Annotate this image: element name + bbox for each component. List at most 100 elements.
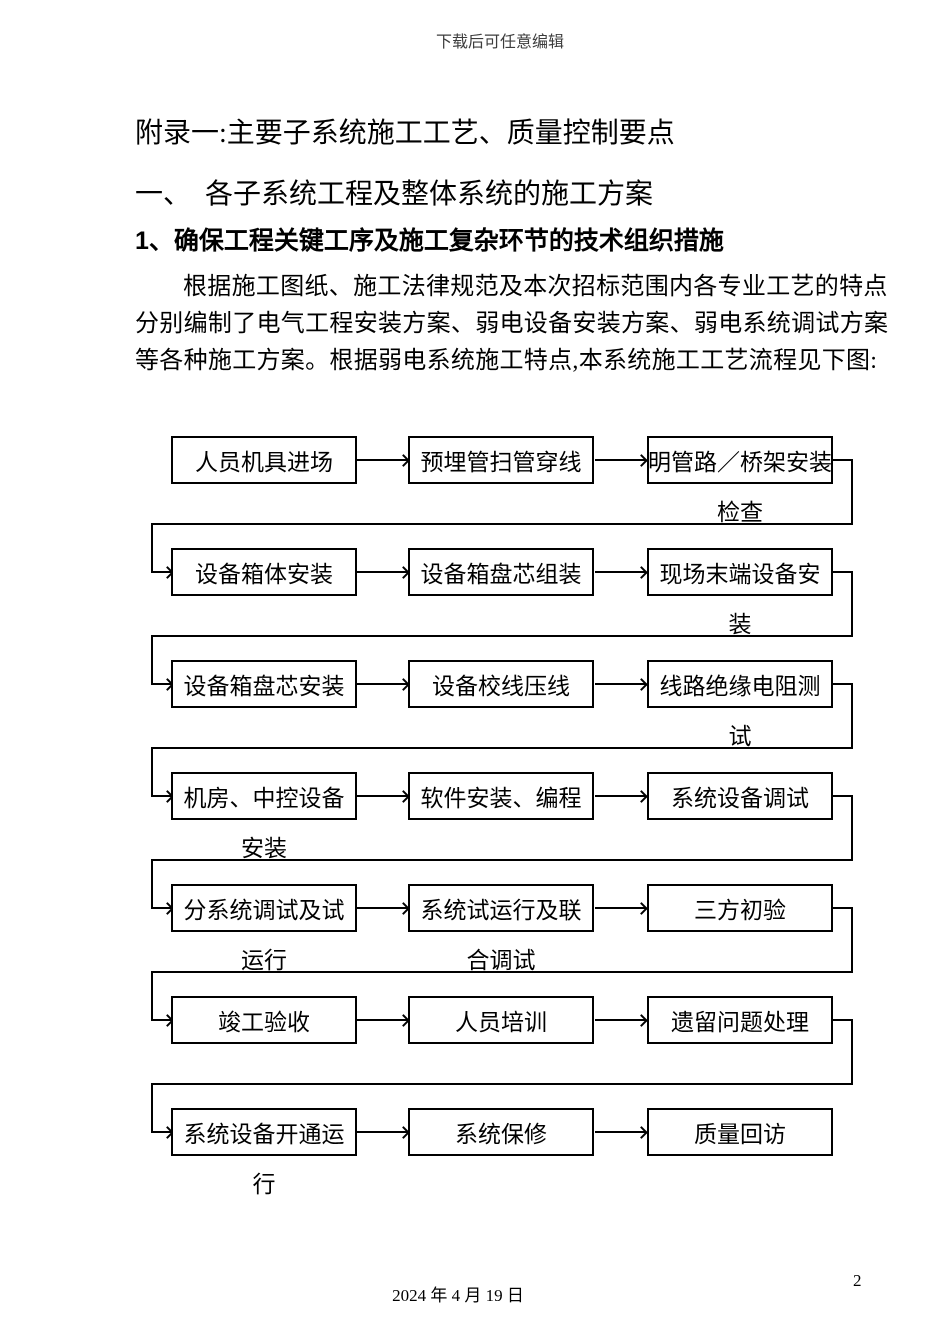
flow-box-label: 遗留问题处理: [671, 1010, 809, 1035]
flow-box-overflow-label: 合调试: [466, 948, 536, 973]
flow-arrow: [595, 566, 648, 579]
arrowhead-icon: [635, 902, 648, 915]
flow-box-label: 机房、中控设备: [183, 786, 345, 811]
flow-arrow: [151, 790, 174, 803]
connector-line: [151, 524, 153, 572]
connector-line: [151, 972, 153, 1020]
connector-line: [851, 1020, 853, 1083]
flow-arrow: [595, 1126, 648, 1139]
arrowhead-icon: [635, 790, 648, 803]
connector-line: [833, 459, 853, 461]
flow-box: 系统设备调试: [647, 772, 833, 820]
flow-arrow: [357, 678, 410, 691]
flow-arrow: [151, 902, 174, 915]
flow-box: 现场末端设备安: [647, 548, 833, 596]
flow-box-overflow-label: 行: [252, 1172, 276, 1197]
flow-arrow: [595, 1014, 648, 1027]
flow-box: 设备箱盘芯安装: [171, 660, 357, 708]
connector-line: [833, 795, 853, 797]
paragraph-line: 分别编制了电气工程安装方案、弱电设备安装方案、弱电系统调试方案: [135, 311, 889, 337]
flow-arrow: [151, 1014, 174, 1027]
flow-box-overflow-label: 安装: [241, 836, 287, 861]
flow-arrow: [357, 902, 410, 915]
flow-box: 人员培训: [408, 996, 594, 1044]
connector-line: [151, 971, 853, 973]
flow-box-label: 预埋管扫管穿线: [420, 450, 582, 475]
flow-box-label: 系统试运行及联: [420, 898, 582, 923]
footer-date: 2024 年 4 月 19 日: [392, 1286, 524, 1305]
arrowhead-icon: [635, 1014, 648, 1027]
arrowhead-icon: [635, 678, 648, 691]
connector-line: [151, 523, 853, 525]
flow-box: 线路绝缘电阻测: [647, 660, 833, 708]
flow-box: 设备箱盘芯组装: [408, 548, 594, 596]
flow-box: 分系统调试及试: [171, 884, 357, 932]
flow-box-label: 人员培训: [455, 1010, 547, 1035]
subsection-heading: 1、确保工程关键工序及施工复杂环节的技术组织措施: [135, 227, 724, 255]
flow-box: 三方初验: [647, 884, 833, 932]
page-number: 2: [853, 1271, 862, 1290]
connector-line: [851, 460, 853, 523]
arrowhead-icon: [635, 1126, 648, 1139]
flow-arrow: [595, 790, 648, 803]
flow-row: 分系统调试及试 运行 系统试运行及联 合调试 三方初验: [0, 884, 950, 1027]
flow-arrow: [151, 566, 174, 579]
flow-box-overflow-label: 装: [728, 612, 752, 637]
connector-line: [833, 571, 853, 573]
flow-arrow: [357, 1014, 410, 1027]
flow-box-label: 设备校线压线: [432, 674, 570, 699]
connector-line: [151, 1083, 853, 1085]
flow-arrow: [357, 454, 410, 467]
flow-box-label: 明管路／桥架安装: [648, 450, 832, 475]
flow-box: 系统试运行及联: [408, 884, 594, 932]
flow-box: 系统设备开通运: [171, 1108, 357, 1156]
paragraph-line: 根据施工图纸、施工法律规范及本次招标范围内各专业工艺的特点: [183, 274, 888, 300]
arrowhead-icon: [635, 566, 648, 579]
flow-box-label: 设备箱体安装: [195, 562, 333, 587]
flow-row: 设备箱体安装 设备箱盘芯组装 现场末端设备安 装: [0, 548, 950, 691]
watermark-text: 下载后可任意编辑: [435, 34, 564, 51]
flow-box: 质量回访: [647, 1108, 833, 1156]
flow-box-label: 系统保修: [455, 1122, 547, 1147]
connector-line: [151, 636, 153, 684]
flow-box-overflow-label: 检查: [717, 500, 763, 525]
document-title: 附录一:主要子系统施工工艺、质量控制要点: [135, 118, 675, 149]
connector-line: [851, 572, 853, 635]
paragraph-line: 等各种施工方案。根据弱电系统施工特点,本系统施工工艺流程见下图:: [135, 348, 878, 374]
flow-arrow: [151, 1126, 174, 1139]
flow-box-label: 竣工验收: [218, 1010, 310, 1035]
workflow-flowchart: 人员机具进场 预埋管扫管穿线 明管路／桥架安装 检查 设备箱体安装 设备箱盘芯组…: [0, 436, 950, 1236]
connector-line: [851, 796, 853, 859]
flow-arrow: [357, 790, 410, 803]
connector-line: [151, 747, 853, 749]
flow-arrow: [357, 566, 410, 579]
flow-box: 机房、中控设备: [171, 772, 357, 820]
flow-box-label: 线路绝缘电阻测: [659, 674, 821, 699]
connector-line: [151, 860, 153, 908]
flow-row: 人员机具进场 预埋管扫管穿线 明管路／桥架安装 检查: [0, 436, 950, 579]
flow-arrow: [595, 454, 648, 467]
flow-box-label: 系统设备开通运: [183, 1122, 345, 1147]
flow-arrow: [595, 902, 648, 915]
flow-box: 竣工验收: [171, 996, 357, 1044]
connector-line: [151, 859, 853, 861]
flow-box-overflow-label: 试: [728, 724, 752, 749]
flow-box-overflow-label: 运行: [241, 948, 287, 973]
flow-box-label: 人员机具进场: [195, 450, 333, 475]
intro-paragraph: 根据施工图纸、施工法律规范及本次招标范围内各专业工艺的特点 分别编制了电气工程安…: [135, 269, 935, 380]
connector-line: [833, 907, 853, 909]
connector-line: [151, 635, 853, 637]
connector-line: [851, 908, 853, 971]
flow-arrow: [595, 678, 648, 691]
flow-box-label: 现场末端设备安: [659, 562, 821, 587]
flow-row: 机房、中控设备 安装 软件安装、编程 系统设备调试: [0, 772, 950, 915]
flow-arrow: [357, 1126, 410, 1139]
flow-arrow: [151, 678, 174, 691]
flow-box-label: 质量回访: [694, 1122, 786, 1147]
connector-line: [833, 683, 853, 685]
flow-row: 系统设备开通运 行 系统保修 质量回访: [0, 1108, 950, 1220]
flow-box-label: 系统设备调试: [671, 786, 809, 811]
connector-line: [833, 1019, 853, 1021]
flow-box: 遗留问题处理: [647, 996, 833, 1044]
